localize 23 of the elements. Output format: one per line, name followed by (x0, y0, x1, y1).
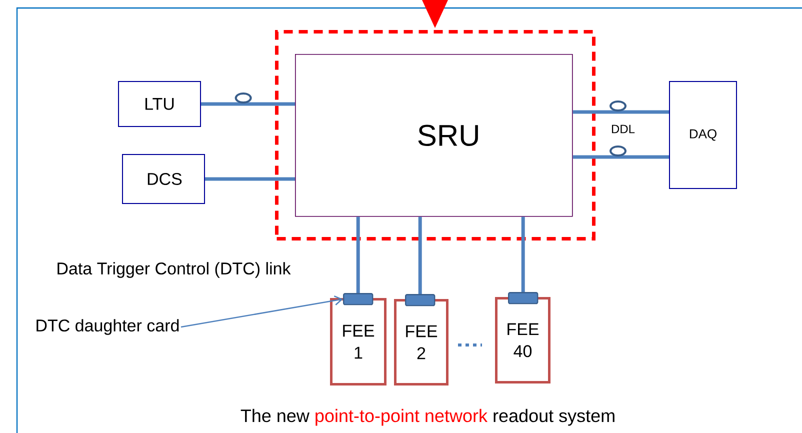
link-line (418, 216, 422, 294)
cable (572, 100, 669, 114)
leader-line (180, 295, 343, 328)
link-line (356, 216, 360, 293)
link-line (521, 216, 525, 292)
link-label: Data Trigger Control (DTC) link (58, 262, 291, 278)
connector-block (405, 294, 436, 306)
card-box: FEE 1 (330, 298, 386, 386)
connector-block (343, 292, 374, 306)
cable (201, 92, 295, 106)
module-box: DCS (122, 154, 205, 204)
module-box: LTU (118, 81, 201, 127)
card-box: FEE 40 (495, 297, 550, 384)
connector-block (508, 292, 538, 304)
unit-box: SRU (295, 54, 573, 217)
cable (205, 177, 295, 181)
module-box: DAQ (669, 81, 737, 189)
dashed-border-box (275, 30, 596, 240)
cable (572, 146, 669, 159)
cable-label: DDL (612, 124, 635, 134)
card-box: FEE 2 (394, 298, 448, 386)
caption-text: The new point-to-point network readout system (240, 408, 614, 426)
callout-text: DTC daughter card (36, 319, 179, 335)
